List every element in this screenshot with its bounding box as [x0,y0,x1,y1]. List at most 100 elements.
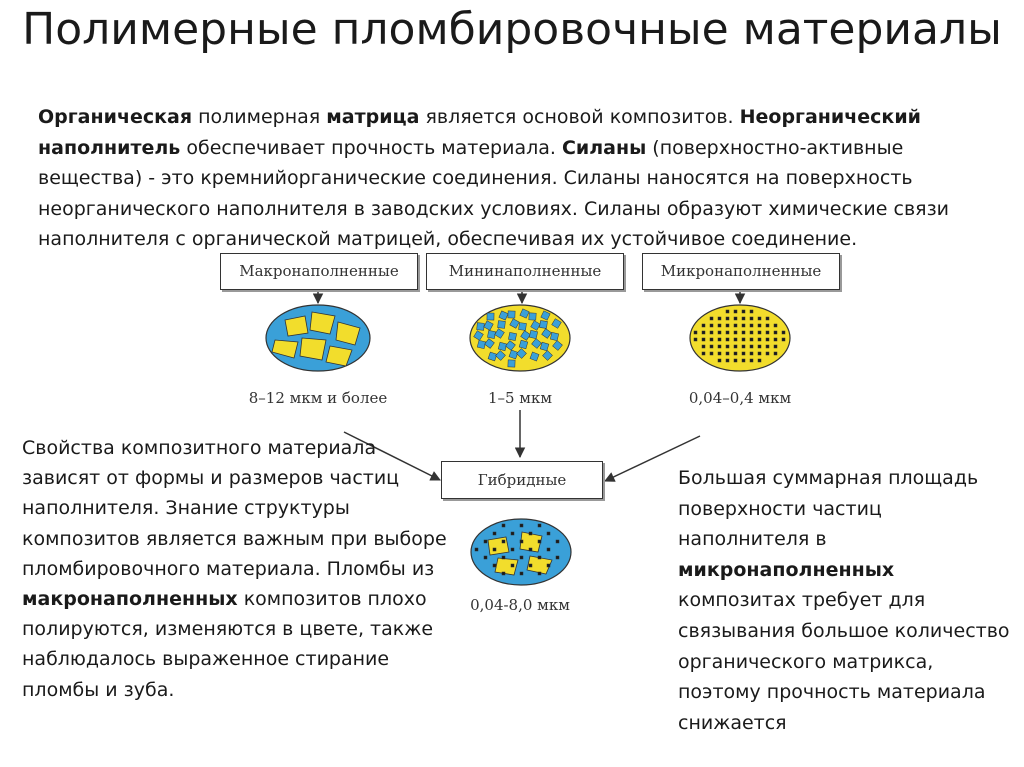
size-macro: 8–12 мкм и более [248,389,388,407]
filler-particle [498,310,509,321]
filler-particle [528,531,533,536]
filler-particle [749,330,754,335]
filler-particle [757,344,762,349]
ellipse-hybrid [470,518,572,586]
filler-particle [773,351,778,356]
filler-particle [749,337,754,342]
filler-particle [546,547,551,552]
filler-particle [749,358,754,363]
box-mini: Мининаполненные [426,253,624,290]
filler-particle [539,341,550,352]
filler-particle [701,323,706,328]
filler-particle [701,330,706,335]
filler-particle [497,341,508,352]
filler-particle [476,339,487,350]
filler-particle [773,330,778,335]
right-text-run: композитах требует для связывания большо… [678,589,1010,734]
filler-particle [709,330,714,335]
filler-particle [709,344,714,349]
filler-particle [765,337,770,342]
filler-particle [741,323,746,328]
filler-particle [741,358,746,363]
ellipse-mini [469,304,571,372]
filler-particle [765,316,770,321]
filler-particle [520,330,531,341]
filler-particle [773,323,778,328]
filler-particle [492,547,497,552]
filler-particle [508,349,519,360]
filler-particle [733,323,738,328]
ellipse-macro [265,304,371,372]
filler-particle [717,337,722,342]
filler-particle [531,338,542,349]
right-description: Большая суммарная площадь поверхности ча… [678,463,1018,738]
intro-paragraph: Органическая полимерная матрица является… [38,102,998,255]
filler-particle [749,316,754,321]
box-hybrid: Гибридные [441,461,603,499]
intro-bold-term: Силаны [561,136,647,159]
filler-particle [494,328,505,339]
filler-particle [717,344,722,349]
filler-particle [519,539,524,544]
left-bold-term: макронаполненных [22,588,238,611]
filler-particle [757,323,762,328]
filler-particle [537,555,542,560]
filler-particle [501,523,506,528]
filler-particle [725,316,730,321]
filler-particle [483,320,494,331]
filler-particle [555,555,560,560]
filler-particle [733,330,738,335]
box-micro: Микронаполненные [642,253,840,290]
filler-particle [518,322,527,331]
filler-particle [717,351,722,356]
filler-particle [749,351,754,356]
filler-particle [773,344,778,349]
filler-particle [537,539,542,544]
filler-particle [555,539,560,544]
filler-particle [749,309,754,314]
intro-text-run: обеспечивает прочность материала. [180,136,562,159]
filler-particle [546,531,551,536]
intro-bold-term: Органическая [38,106,193,128]
filler-particle [537,523,542,528]
filler-particle [541,328,552,339]
right-bold-term: микронаполненных [678,558,895,581]
filler-particle [741,330,746,335]
filler-particle [510,563,515,568]
filler-particle [741,337,746,342]
filler-particle [473,330,484,341]
filler-particle [487,330,496,339]
filler-particle [483,555,488,560]
filler-particle [733,309,738,314]
right-text-run: Большая суммарная площадь поверхности ча… [678,467,979,551]
filler-particle [725,323,730,328]
filler-particle [550,332,559,341]
filler-particle [725,351,730,356]
filler-particle [725,358,730,363]
filler-particle [474,547,479,552]
intro-text-run: полимерная [192,106,327,128]
filler-particle [546,563,551,568]
filler-particle [542,350,553,361]
filler-particle [709,337,714,342]
size-micro: 0,04–0,4 мкм [688,389,792,407]
arrow-micro-hybrid [604,435,701,482]
filler-particle [717,358,722,363]
filler-particle [476,322,485,331]
filler-particle [765,344,770,349]
filler-particle [537,571,542,576]
intro-text-run: (поверхностно-активные вещества) - это к… [38,136,950,251]
filler-particle [733,351,738,356]
filler-particle [781,330,786,335]
filler-particle [749,344,754,349]
filler-particle [528,563,533,568]
filler-particle [733,344,738,349]
filler-particle [539,320,548,329]
left-text-run: композитов плохо полируются, изменяются … [22,588,434,701]
filler-particle [492,531,497,536]
filler-particle [733,316,738,321]
filler-particle [497,320,506,329]
intro-bold-term: Неорганический наполнитель [38,106,921,159]
filler-particle [693,337,698,342]
